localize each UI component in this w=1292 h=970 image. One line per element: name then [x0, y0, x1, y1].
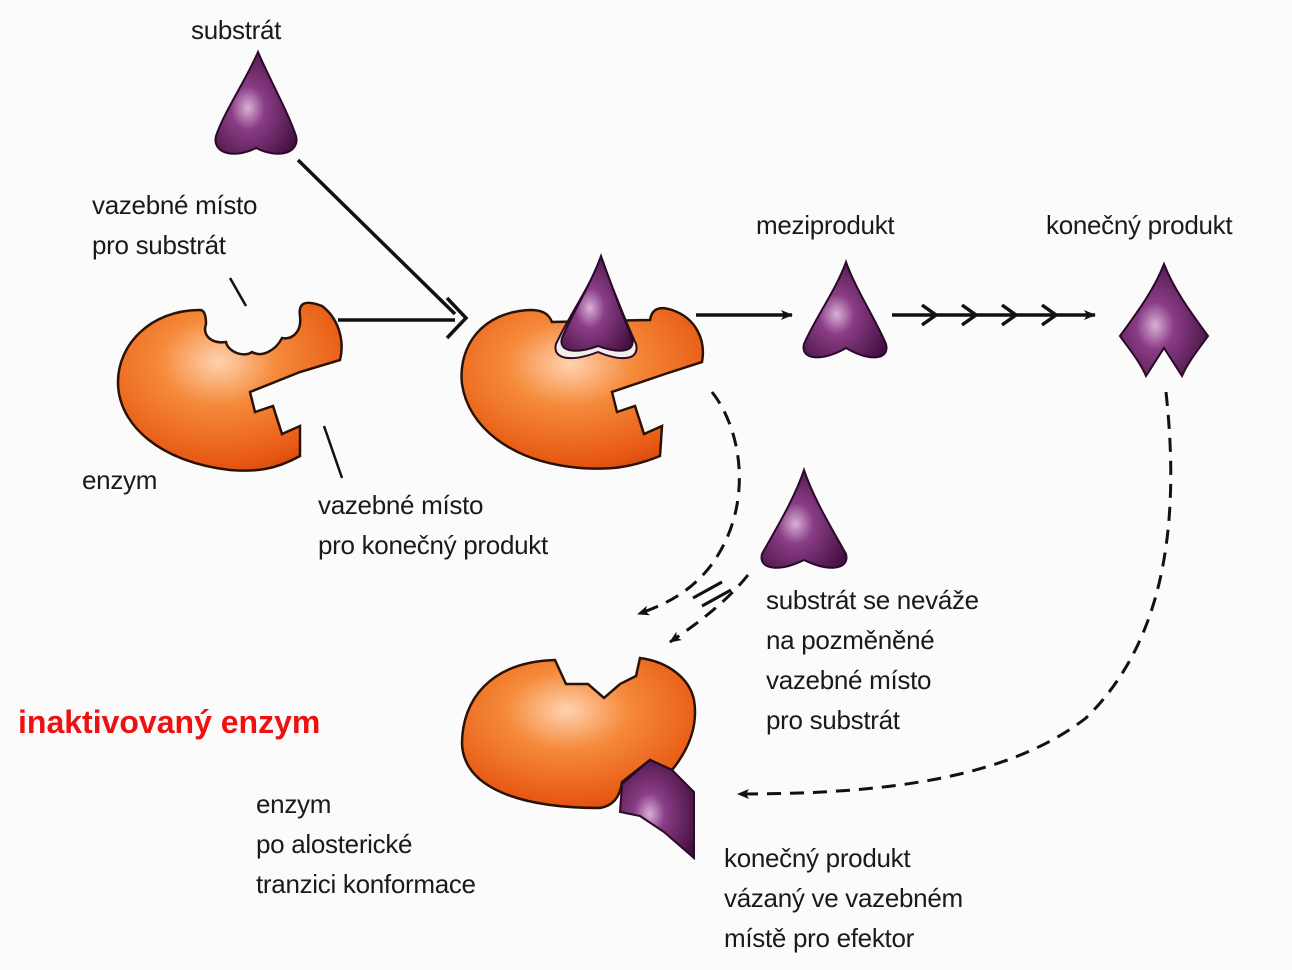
- inactive-enzyme-label-text: inaktivovaný enzym: [18, 704, 320, 740]
- inactive-enzyme-label: inaktivovaný enzym: [18, 704, 320, 741]
- substrate-site-line-1: vazebné místo: [92, 185, 257, 225]
- final-product-label: konečný produkt: [1046, 205, 1232, 245]
- intermediate-molecule: [804, 262, 887, 357]
- substrate-site-label: vazebné místo pro substrát: [92, 185, 257, 265]
- substrate-site-pointer: [230, 278, 246, 306]
- final-product-label-text: konečný produkt: [1046, 205, 1232, 245]
- intermediate-label-text: meziprodukt: [756, 205, 894, 245]
- product-site-label: vazebné místo pro konečný produkt: [318, 485, 548, 565]
- unbound-substrate-molecule: [762, 470, 847, 568]
- substrate-label-text: substrát: [191, 10, 281, 50]
- product-site-line-2: pro konečný produkt: [318, 525, 548, 565]
- enzyme-substrate-complex: [462, 256, 703, 469]
- dashed-arrow-enzyme-change: [638, 392, 739, 614]
- no-binding-line-1: substrát se neváže: [766, 580, 979, 620]
- product-site-pointer: [324, 426, 342, 478]
- free-enzyme: [118, 303, 342, 471]
- bound-product-line-1: konečný produkt: [724, 838, 963, 878]
- dashed-arrow-blocked-substrate: [670, 575, 748, 642]
- no-binding-label: substrát se neváže na pozměněné vazebné …: [766, 580, 979, 740]
- allosteric-enzyme-line-3: tranzici konformace: [256, 864, 476, 904]
- enzyme-label: enzym: [82, 460, 157, 500]
- intermediate-label: meziprodukt: [756, 205, 894, 245]
- no-binding-line-2: na pozměněné: [766, 620, 979, 660]
- no-binding-line-4: pro substrát: [766, 700, 979, 740]
- substrate-site-line-2: pro substrát: [92, 225, 257, 265]
- final-product-molecule: [1120, 264, 1208, 376]
- bound-product-line-2: vázaný ve vazebném: [724, 878, 963, 918]
- multistep-arrow: [892, 305, 1095, 325]
- bound-product-label: konečný produkt vázaný ve vazebném místě…: [724, 838, 963, 958]
- allosteric-enzyme-label: enzym po alosterické tranzici konformace: [256, 784, 476, 904]
- substrate-molecule: [215, 52, 296, 154]
- no-binding-line-3: vazebné místo: [766, 660, 979, 700]
- inactive-enzyme: [462, 658, 695, 858]
- bound-product-line-3: místě pro efektor: [724, 918, 963, 958]
- allosteric-enzyme-line-2: po alosterické: [256, 824, 476, 864]
- substrate-binding-arrow: [298, 160, 455, 314]
- blocked-binding-mark: [693, 582, 731, 606]
- enzyme-label-text: enzym: [82, 460, 157, 500]
- complex-arrowhead: [447, 298, 466, 338]
- product-site-line-1: vazebné místo: [318, 485, 548, 525]
- substrate-label: substrát: [191, 10, 281, 50]
- allosteric-enzyme-line-1: enzym: [256, 784, 476, 824]
